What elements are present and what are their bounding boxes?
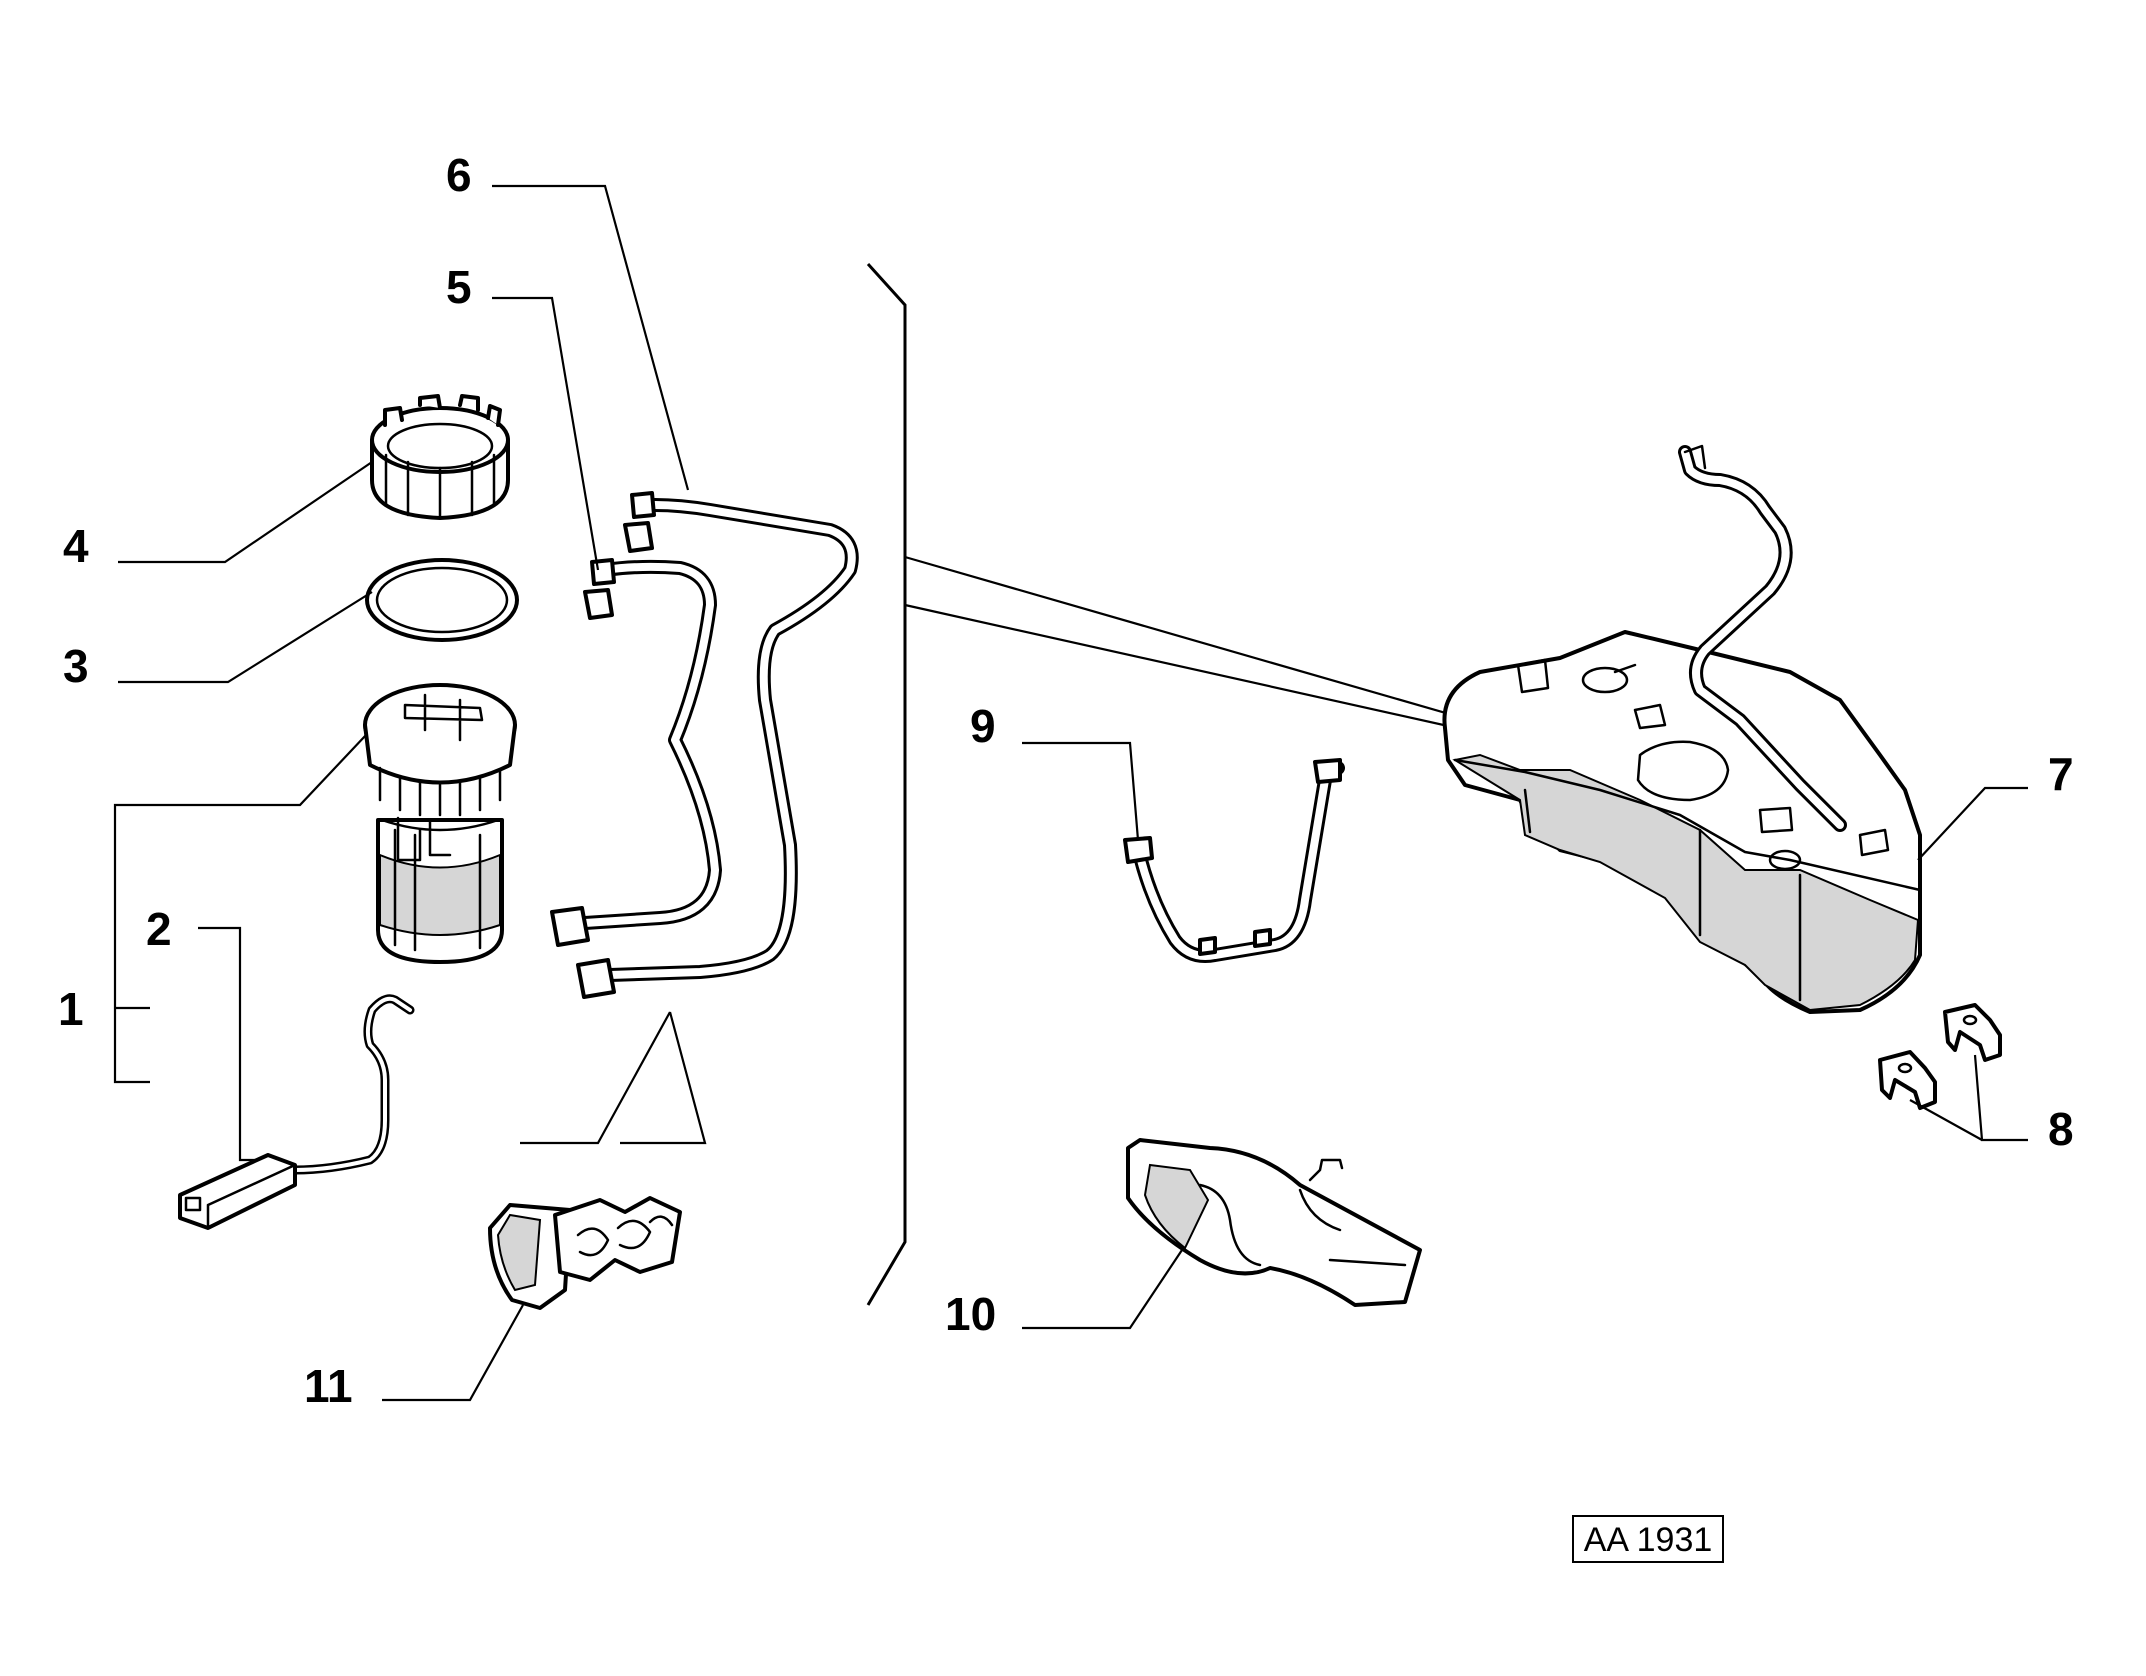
leader-6 xyxy=(492,184,690,491)
leader-5 xyxy=(492,296,600,571)
callout-5: 5 xyxy=(446,261,472,313)
callout-10: 10 xyxy=(945,1288,996,1340)
leader-2 xyxy=(198,926,258,1162)
leader-4 xyxy=(118,461,373,564)
part-2-wiring-harness[interactable] xyxy=(178,994,415,1230)
part-11-pipe-clip[interactable] xyxy=(488,1196,682,1310)
group-separator xyxy=(866,262,907,1306)
part-9-tank-strap[interactable] xyxy=(1123,758,1345,963)
part-6-fuel-hose[interactable] xyxy=(576,491,859,999)
part-5-fuel-hose[interactable] xyxy=(550,558,722,947)
tank-group-leader xyxy=(904,555,1476,734)
leader-8 xyxy=(1909,1054,2028,1142)
callout-9: 9 xyxy=(970,700,996,752)
part-4-lock-ring[interactable] xyxy=(370,394,510,520)
callout-8: 8 xyxy=(2048,1103,2074,1155)
part-8-clips[interactable] xyxy=(1878,1003,2002,1110)
callout-4: 4 xyxy=(63,520,89,572)
diagram-reference-box: AA 1931 xyxy=(1572,1515,1724,1563)
leader-10 xyxy=(1022,1249,1183,1330)
part-7-fuel-tank[interactable] xyxy=(1442,444,1922,1014)
part-3-seal-ring[interactable] xyxy=(365,558,519,642)
part-10-heat-shield[interactable] xyxy=(1126,1138,1422,1307)
hose-group-leader xyxy=(520,1011,707,1145)
leader-11 xyxy=(382,1304,524,1402)
callout-6: 6 xyxy=(446,149,472,201)
callout-7: 7 xyxy=(2048,748,2074,800)
callout-1: 1 xyxy=(58,983,84,1035)
leader-9 xyxy=(1022,741,1140,841)
diagram-reference-id: AA 1931 xyxy=(1584,1521,1713,1559)
callout-11: 11 xyxy=(304,1360,353,1412)
leader-7 xyxy=(1917,786,2028,861)
callout-3: 3 xyxy=(63,640,89,692)
leader-3 xyxy=(118,591,373,684)
part-1-fuel-pump-module[interactable] xyxy=(363,683,517,964)
leader-1 xyxy=(113,734,367,1084)
callout-2: 2 xyxy=(146,903,172,955)
